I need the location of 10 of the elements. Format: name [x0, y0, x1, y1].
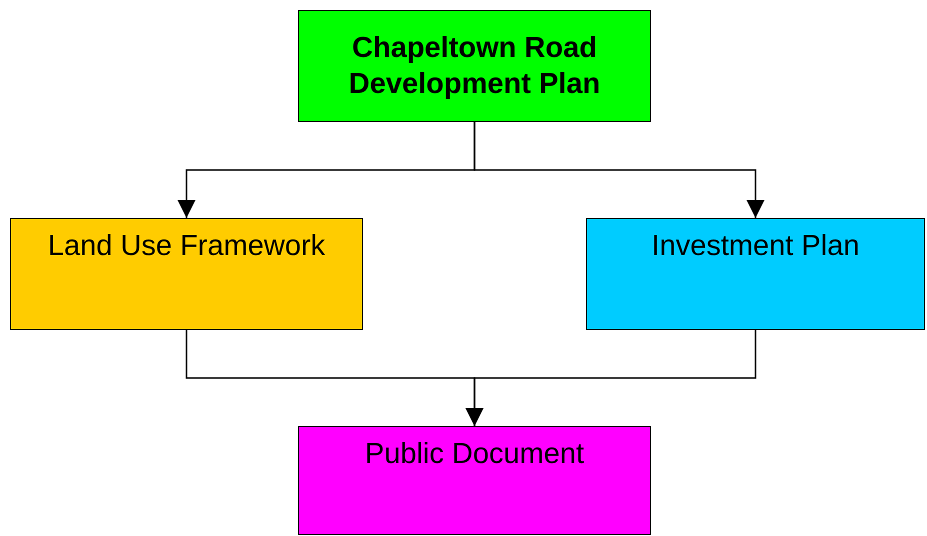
box-label: Land Use Framework: [48, 229, 326, 263]
arrow: [474, 122, 764, 218]
arrow: [466, 330, 756, 426]
process-box: [298, 10, 651, 122]
box-label: Investment Plan: [652, 229, 860, 263]
box-label: Public Document: [364, 437, 584, 471]
box-label: Chapeltown Road Development Plan: [348, 31, 602, 102]
process-box: [10, 218, 363, 330]
process-box: [586, 218, 925, 330]
process-box: [298, 426, 651, 535]
